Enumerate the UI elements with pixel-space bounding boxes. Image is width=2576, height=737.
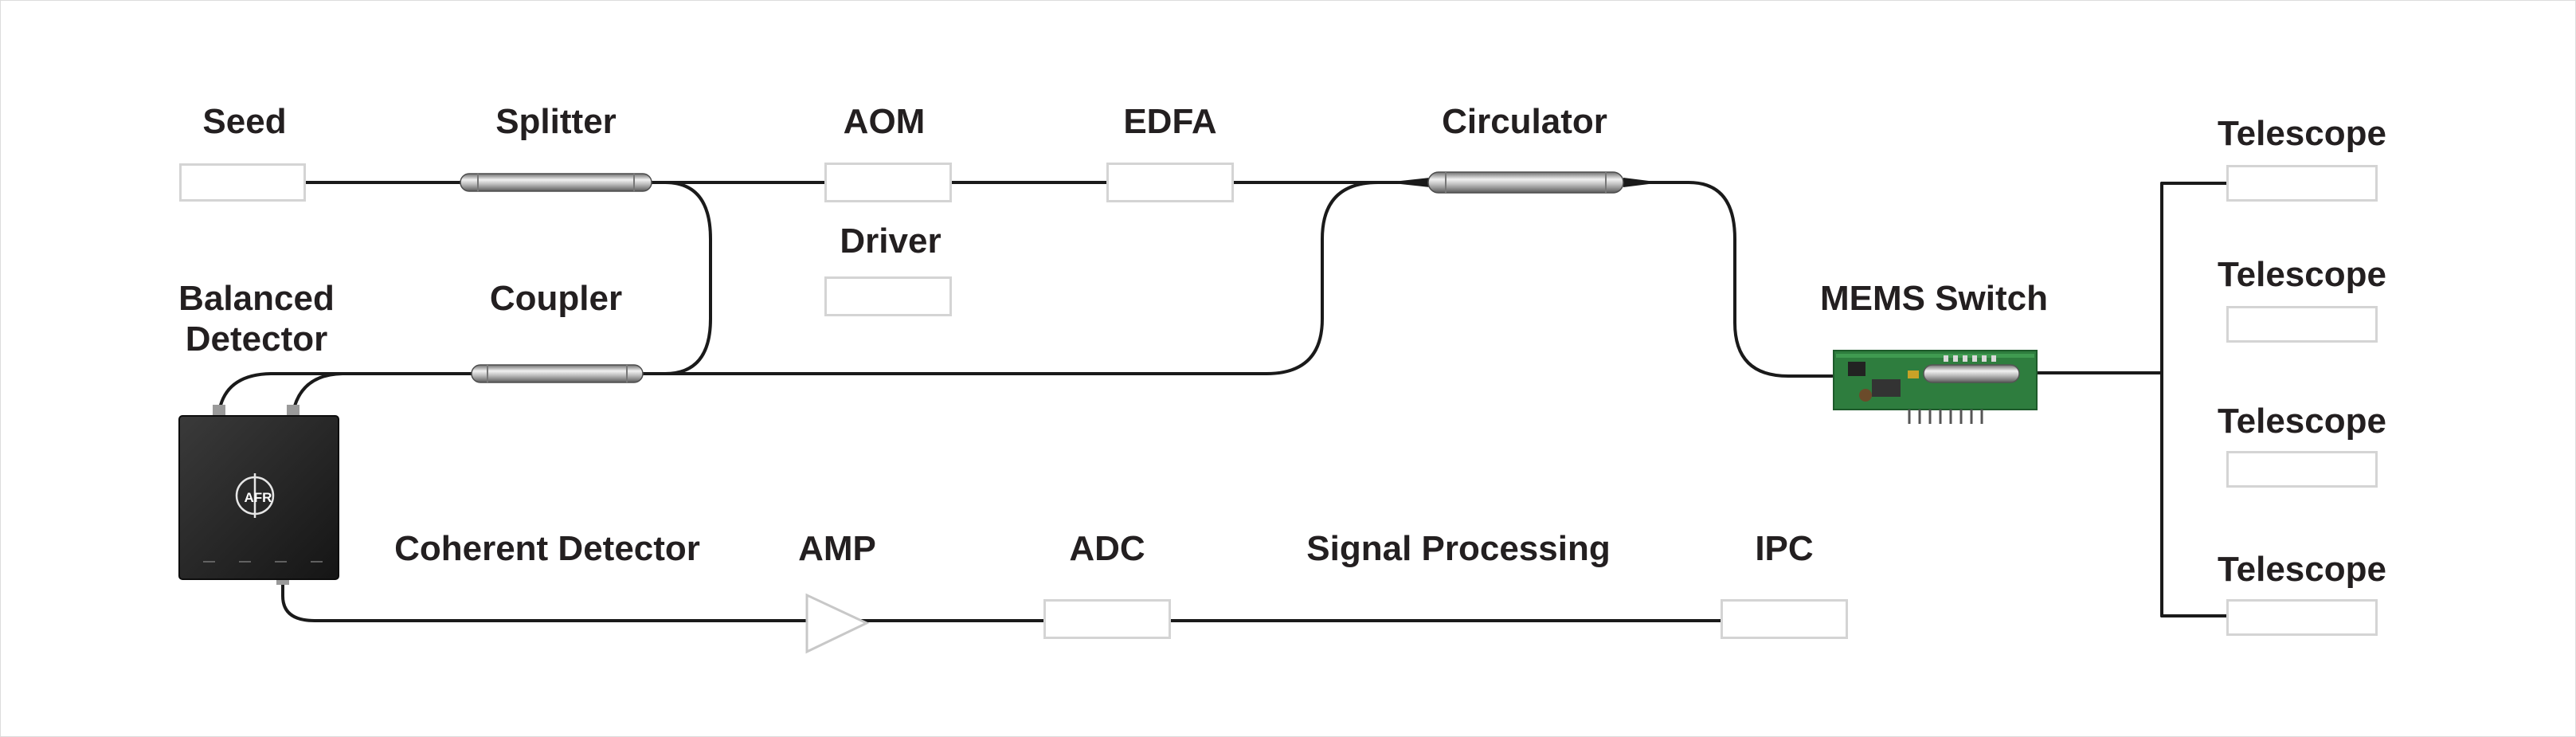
telescope-box-3 <box>2226 451 2378 488</box>
detector-logo: AFR <box>245 490 272 505</box>
telescope-label-3: Telescope <box>2218 402 2386 441</box>
circulator-label: Circulator <box>1442 102 1607 141</box>
fiber-circulator-to-mems <box>1623 181 1834 378</box>
telescope-label-4: Telescope <box>2218 550 2386 589</box>
amp-triangle <box>805 593 870 654</box>
telescope-label-2: Telescope <box>2218 255 2386 294</box>
telescope-box-2 <box>2226 306 2378 343</box>
aom-label: AOM <box>843 102 926 141</box>
seed-box <box>179 163 306 202</box>
seed-label: Seed <box>202 102 287 141</box>
coupler-label: Coupler <box>489 279 623 318</box>
edfa-label: EDFA <box>1123 102 1217 141</box>
splitter-label: Splitter <box>495 102 617 141</box>
telescope-box-4 <box>2226 599 2378 636</box>
fiber-splitter-to-coupler-loop <box>640 181 712 375</box>
adc-box <box>1043 599 1171 639</box>
coupler-component <box>471 364 644 383</box>
balanced-detector-label: Balanced Detector <box>178 279 335 359</box>
edfa-box <box>1106 163 1234 202</box>
circulator-component <box>1386 171 1662 194</box>
telescope-label-1: Telescope <box>2218 114 2386 153</box>
signal-processing-label: Signal Processing <box>1306 529 1611 568</box>
mems-switch-label: MEMS Switch <box>1819 279 2049 318</box>
fiber-coupler-to-circulator <box>640 181 1427 375</box>
balanced-detector-device: AFR <box>178 405 339 585</box>
adc-label: ADC <box>1069 529 1145 568</box>
ipc-label: IPC <box>1755 529 1814 568</box>
amp-label: AMP <box>798 529 876 568</box>
fiber-detector-to-ipc <box>281 578 1722 622</box>
fiber-detector-lead-2 <box>292 372 344 414</box>
telescope-box-1 <box>2226 165 2378 202</box>
fiber-detector-lead-1 <box>217 372 473 414</box>
aom-box <box>824 163 952 202</box>
driver-label: Driver <box>840 221 942 261</box>
mems-switch-component <box>1833 350 2038 424</box>
coherent-detector-label: Coherent Detector <box>394 529 700 568</box>
driver-box <box>824 276 952 316</box>
ipc-box <box>1721 599 1848 639</box>
splitter-component <box>460 173 652 192</box>
